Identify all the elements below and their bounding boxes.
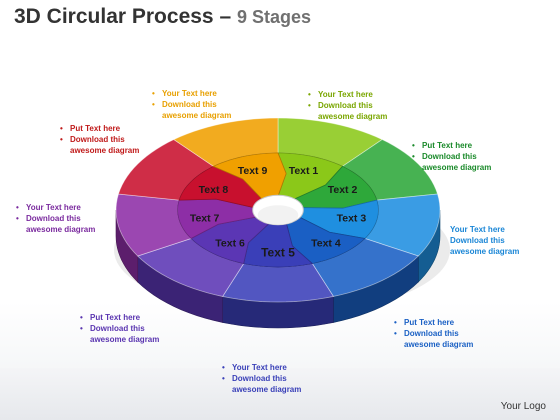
note-line-3: awesome diagram bbox=[450, 247, 520, 256]
note-bullet-2: Download this bbox=[150, 99, 231, 110]
note-line-3: awesome diagram bbox=[318, 112, 388, 121]
note-top-left: Your Text here Download this awesome dia… bbox=[150, 88, 231, 121]
stage-5-label: Text 5 bbox=[261, 245, 295, 259]
logo-text: Your Logo bbox=[500, 401, 546, 412]
note-bullet-1: Your Text here bbox=[14, 202, 95, 213]
title-dash: – bbox=[213, 5, 237, 28]
note-bullet-2: Download this bbox=[392, 328, 473, 339]
stage-9-label: Text 9 bbox=[238, 165, 268, 177]
stage-7-label: Text 7 bbox=[190, 212, 220, 224]
note-line-2: Download this bbox=[450, 236, 505, 245]
note-line-3: awesome diagram bbox=[162, 111, 232, 120]
stage-1-label: Text 1 bbox=[289, 165, 319, 177]
note-bullet-1: Your Text here bbox=[220, 362, 301, 373]
stage-3-label: Text 3 bbox=[337, 212, 367, 224]
note-bullet-2: Download this bbox=[78, 323, 159, 334]
stage-2-label: Text 2 bbox=[328, 184, 358, 196]
note-upper-right: Put Text here Download this awesome diag… bbox=[410, 140, 491, 173]
note-bullet-1: Put Text here bbox=[78, 312, 159, 323]
note-line-3: awesome diagram bbox=[422, 163, 492, 172]
note-lower-left: Put Text here Download this awesome diag… bbox=[78, 312, 159, 345]
stage-8-label: Text 8 bbox=[199, 184, 229, 196]
note-bullet-2: Download this bbox=[220, 373, 301, 384]
note-bullet-2: Download this bbox=[306, 100, 387, 111]
note-bullet-1: Put Text here bbox=[58, 123, 139, 134]
note-bullet-1: Put Text here bbox=[392, 317, 473, 328]
page-title: 3D Circular Process – 9 Stages bbox=[14, 5, 311, 29]
center-hole-inner bbox=[257, 205, 299, 225]
stage-6-label: Text 6 bbox=[215, 237, 245, 249]
note-top-right: Your Text here Download this awesome dia… bbox=[306, 89, 387, 122]
note-bottom: Your Text here Download this awesome dia… bbox=[220, 362, 301, 395]
note-bullet-2: Download this bbox=[14, 213, 95, 224]
note-upper-left: Put Text here Download this awesome diag… bbox=[58, 123, 139, 156]
note-line-3: awesome diagram bbox=[404, 340, 474, 349]
note-line-1: Your Text here bbox=[450, 225, 505, 234]
note-bullet-1: Your Text here bbox=[306, 89, 387, 100]
note-left: Your Text here Download this awesome dia… bbox=[14, 202, 95, 235]
note-lower-right: Put Text here Download this awesome diag… bbox=[392, 317, 473, 350]
note-line-3: awesome diagram bbox=[70, 146, 140, 155]
title-main: 3D Circular Process bbox=[14, 5, 214, 28]
note-bullet-1: Put Text here bbox=[410, 140, 491, 151]
note-line-3: awesome diagram bbox=[90, 335, 160, 344]
title-sub: 9 Stages bbox=[236, 7, 312, 27]
note-line-3: awesome diagram bbox=[232, 385, 302, 394]
note-bullet-2: Download this bbox=[58, 134, 139, 145]
stage-4-label: Text 4 bbox=[311, 237, 341, 249]
note-right: Your Text here Download this awesome dia… bbox=[438, 224, 519, 257]
note-line-3: awesome diagram bbox=[26, 225, 96, 234]
note-bullet-2: Download this bbox=[410, 151, 491, 162]
note-bullet-1: Your Text here bbox=[150, 88, 231, 99]
